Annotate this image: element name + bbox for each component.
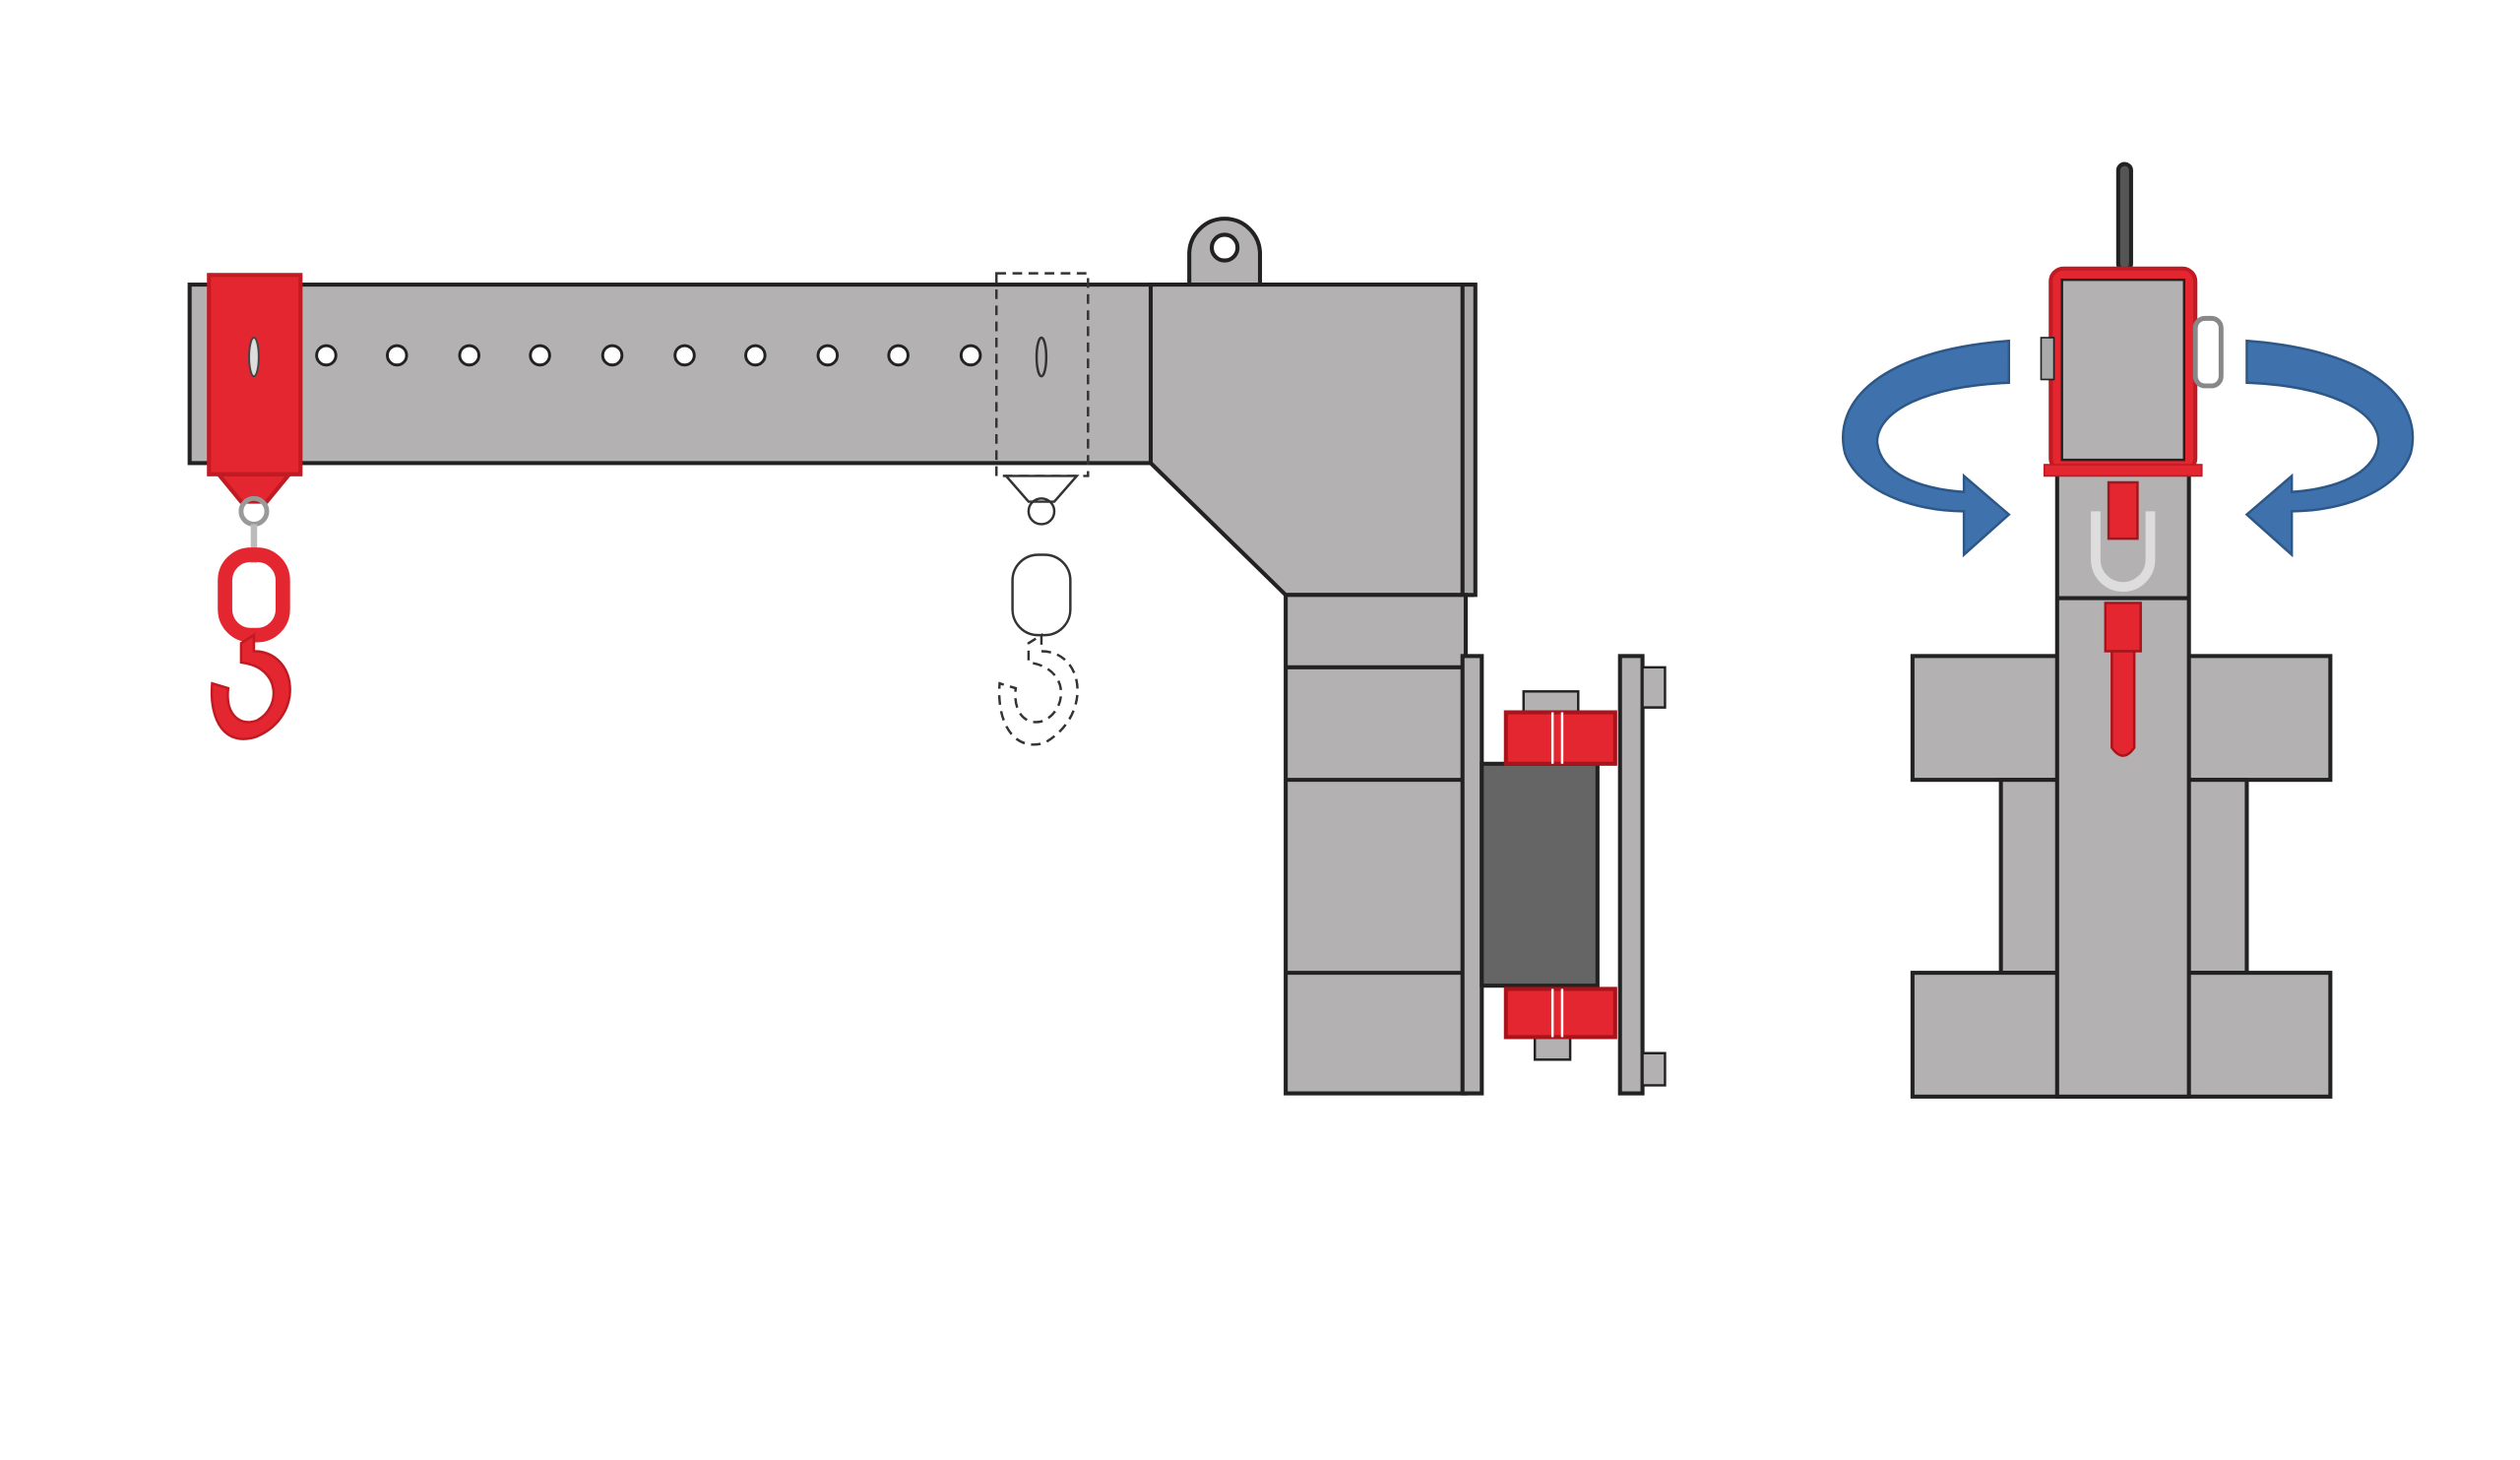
- rotate-left-arrow-icon: [1842, 339, 2011, 558]
- mount-plate-left: [1460, 654, 1484, 1096]
- top-lifting-eye: [1187, 217, 1263, 287]
- sleeve-bracket: [214, 472, 294, 504]
- rotation-arrows: [1842, 339, 2415, 558]
- adjustment-holes: [315, 344, 982, 367]
- red-clamp-top: [1503, 710, 1617, 766]
- vertical-mast: [1284, 593, 1469, 1096]
- front-mast: [2054, 464, 2191, 1099]
- front-top-eye: [2115, 161, 2133, 273]
- alternate-position-hook: [995, 272, 1090, 746]
- sleeve-pin: [248, 337, 260, 378]
- red-clamp-bottom: [1503, 986, 1617, 1040]
- mount-plate-right: [1617, 654, 1645, 1096]
- front-view: [1910, 161, 2333, 1099]
- mast-edge: [1460, 283, 1478, 598]
- rotate-right-arrow-icon: [2244, 339, 2415, 558]
- red-hook: [210, 495, 291, 740]
- dark-pad: [1480, 761, 1600, 988]
- front-hook: [2091, 480, 2156, 757]
- telescopic-beam: [187, 283, 1157, 466]
- side-view: [187, 217, 1667, 1096]
- mast-elbow: [1148, 283, 1475, 598]
